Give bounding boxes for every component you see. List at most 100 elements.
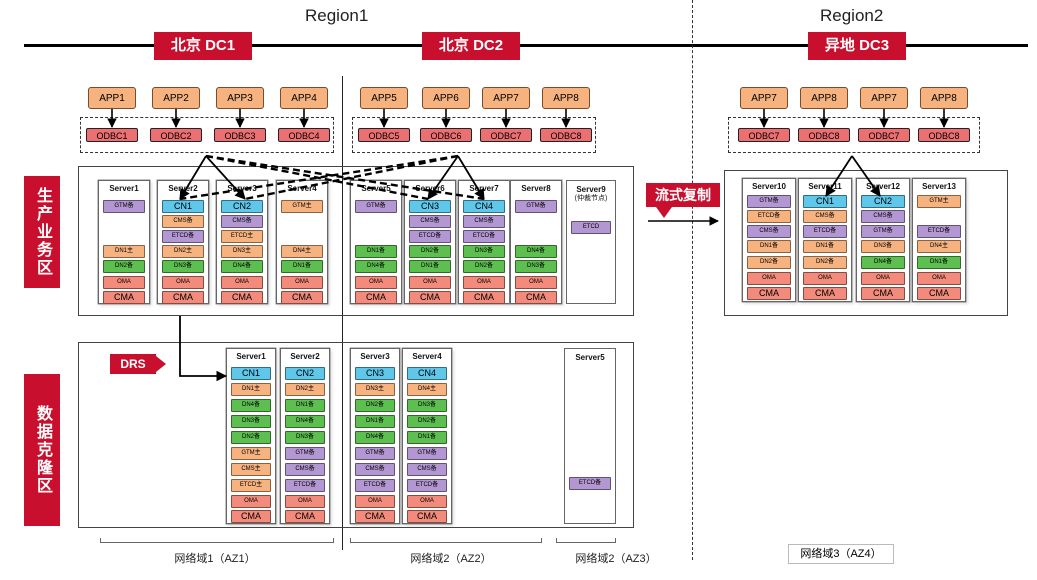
oma-block: OMA	[409, 276, 451, 289]
backbone-line	[906, 44, 1028, 47]
server-title: Server11	[808, 182, 842, 191]
cn-block: CN4	[463, 200, 505, 213]
odbc-box: ODBC7	[858, 128, 910, 142]
cma-block: CMA	[917, 287, 961, 300]
region2-title: Region2	[820, 6, 884, 25]
dn-block: DN1备	[409, 260, 451, 273]
cma-block: CMA	[162, 291, 204, 304]
app-box: APP4	[280, 87, 328, 109]
dn-block: DN1备	[407, 431, 447, 444]
cn-block: CN2	[221, 200, 263, 213]
server-title: Server3	[227, 184, 257, 193]
dn-block: DN4备	[355, 431, 395, 444]
cma-block: CMA	[231, 510, 271, 523]
org-block: DN4主	[407, 383, 447, 396]
az1-label: 网络域1（AZ1）	[174, 553, 256, 565]
oma-block: OMA	[162, 276, 204, 289]
oma-block: OMA	[355, 495, 395, 508]
dn-block: DN2备	[407, 415, 447, 428]
odbc-box: ODBC3	[214, 128, 266, 142]
odbc-box: ODBC2	[150, 128, 202, 142]
dn-block: DN4备	[221, 260, 263, 273]
dc2-label: 北京 DC2	[422, 32, 520, 60]
server-title: Server1	[236, 352, 266, 361]
org-block: CMS备	[162, 215, 204, 228]
server-title: Server4	[412, 352, 442, 361]
zone-label-production: 生产业务区	[24, 176, 60, 288]
etcd-block: ETCD备	[355, 479, 395, 492]
gtm-block: GTM备	[747, 195, 791, 208]
az1-bracket	[100, 538, 334, 543]
server-title: Server4	[287, 184, 317, 193]
dn-block: DN1备	[917, 256, 961, 269]
org-block: CMS备	[803, 210, 847, 223]
dn-block: DN2备	[409, 245, 451, 258]
server-title: Server1	[109, 184, 139, 193]
drs-label: DRS	[110, 354, 156, 374]
server-title: Server2	[168, 184, 198, 193]
az3-label: 网络域2（AZ3）	[575, 553, 657, 565]
dn-block: DN3备	[463, 245, 505, 258]
server9-card: Server9 (仲裁节点) ETCD	[566, 180, 616, 304]
etcd-block: ETCD备	[409, 230, 451, 243]
app-box: APP5	[360, 87, 408, 109]
clone-panel	[78, 342, 634, 528]
etcd-block: ETCD	[571, 221, 611, 234]
org-block: ETCD主	[231, 479, 271, 492]
server-title: Server5	[575, 353, 605, 362]
org-block: DN2主	[285, 383, 325, 396]
org-block: DN1备	[803, 240, 847, 253]
gtm-block: GTM备	[861, 225, 905, 238]
server5-card: Server5 ETCD备	[564, 348, 616, 524]
org-block: ETCD主	[221, 230, 263, 243]
oma-block: OMA	[747, 272, 791, 285]
backbone-line	[520, 44, 808, 47]
dc1-label: 北京 DC1	[154, 32, 252, 60]
oma-block: OMA	[861, 272, 905, 285]
zone-label-clone: 数据克隆区	[24, 374, 60, 526]
backbone-line	[24, 44, 154, 47]
gtm-block: GTM备	[355, 200, 397, 213]
gtm-block: GTM备	[285, 447, 325, 460]
app-box: APP2	[152, 87, 200, 109]
cms-block: CMS备	[861, 210, 905, 223]
dn-block: DN3备	[285, 431, 325, 444]
stream-replication-label: 流式复制	[646, 183, 720, 207]
cma-block: CMA	[515, 291, 557, 304]
oma-block: OMA	[231, 495, 271, 508]
cma-block: CMA	[285, 510, 325, 523]
odbc-group	[80, 117, 334, 153]
odbc-box: ODBC8	[540, 128, 592, 142]
az3-bracket	[556, 538, 616, 543]
app-box: APP8	[920, 87, 968, 109]
app-box: APP1	[88, 87, 136, 109]
cma-block: CMA	[281, 291, 323, 304]
oma-block: OMA	[515, 276, 557, 289]
az4-label: 网络域3（AZ4）	[788, 544, 894, 564]
region1-title: Region1	[305, 6, 369, 25]
org-block: ETCD备	[747, 210, 791, 223]
dn-block: DN2备	[231, 431, 271, 444]
gtm-block: GTM备	[355, 447, 395, 460]
app-box: APP7	[482, 87, 530, 109]
dn-block: DN1备	[285, 399, 325, 412]
dc-divider	[342, 76, 343, 550]
org-block: GTM主	[231, 447, 271, 460]
cn-block: CN1	[803, 195, 847, 208]
dn-block: DN4备	[515, 245, 557, 258]
az2-label: 网络域2（AZ2）	[410, 553, 492, 565]
org-block: DN2主	[162, 245, 204, 258]
server-title: Server9	[576, 185, 606, 194]
odbc-box: ODBC1	[86, 128, 138, 142]
app-box: APP7	[860, 87, 908, 109]
server-title: Server12	[866, 182, 900, 191]
etcd-block: ETCD备	[569, 477, 611, 490]
